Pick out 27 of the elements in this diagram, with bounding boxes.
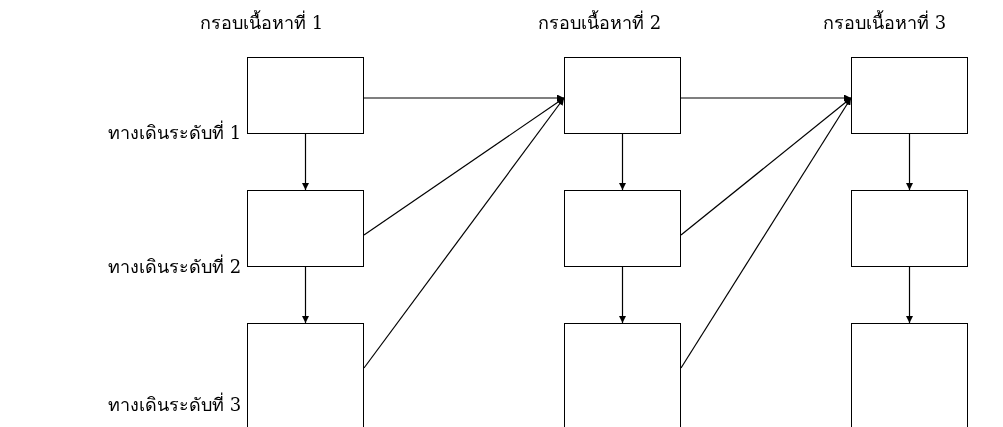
- arrow: [680, 97, 852, 236]
- empty-box: [851, 190, 968, 267]
- empty-box: [564, 57, 681, 134]
- empty-box: [247, 323, 364, 427]
- empty-box: [247, 190, 364, 267]
- arrow: [363, 97, 565, 369]
- arrow: [906, 133, 913, 191]
- arrow: [680, 97, 852, 369]
- column-heading: กรอบเนื้อหาที่ 2: [538, 9, 662, 35]
- row-label: ทางเดินระดับที่ 1: [108, 119, 242, 145]
- arrow: [619, 133, 626, 191]
- arrow: [363, 97, 565, 236]
- arrow: [302, 133, 309, 191]
- column-heading: กรอบเนื้อหาที่ 1: [200, 9, 324, 35]
- arrow: [363, 94, 565, 102]
- empty-box: [247, 57, 364, 134]
- empty-box: [851, 323, 968, 427]
- arrow: [906, 266, 913, 324]
- row-label: ทางเดินระดับที่ 3: [108, 391, 242, 417]
- empty-box: [851, 57, 968, 134]
- empty-box: [564, 190, 681, 267]
- empty-box: [564, 323, 681, 427]
- arrow: [680, 94, 852, 102]
- arrow: [619, 266, 626, 324]
- column-heading: กรอบเนื้อหาที่ 3: [823, 9, 947, 35]
- row-label: ทางเดินระดับที่ 2: [108, 253, 242, 279]
- arrow: [302, 266, 309, 324]
